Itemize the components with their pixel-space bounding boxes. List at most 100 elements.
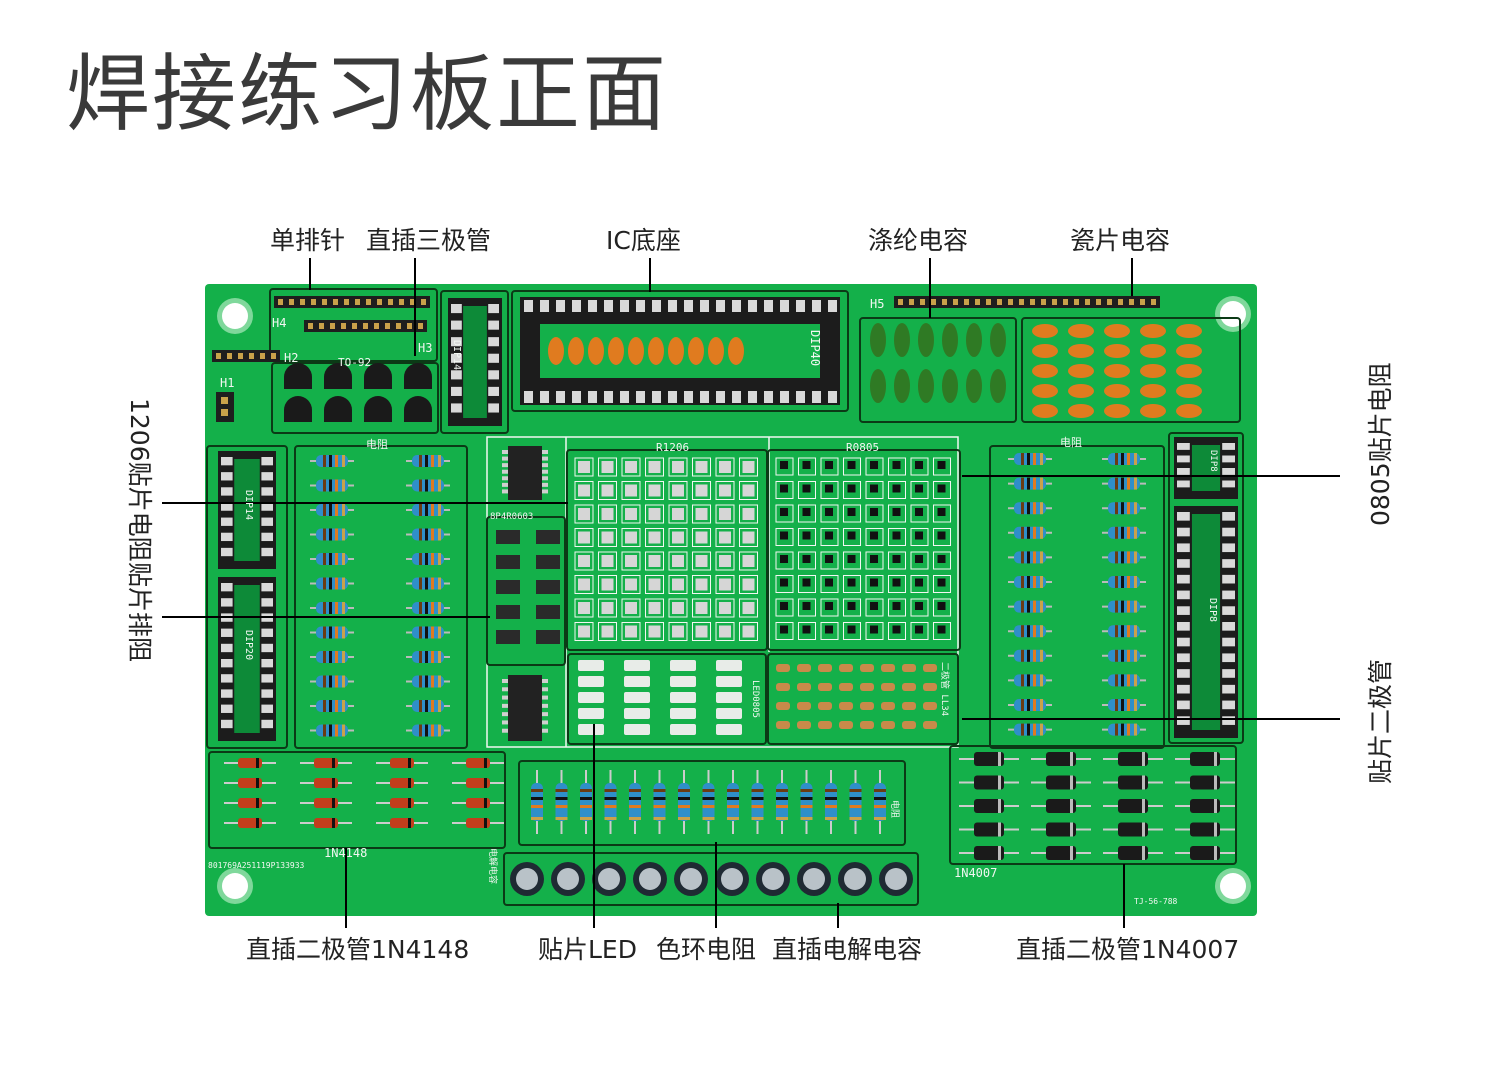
diode-band [1142,846,1145,860]
resistor-band [329,602,332,614]
resistor-band [653,797,666,800]
socket-pin [488,386,499,396]
resistor-band [431,602,434,614]
resistor-band [1127,526,1130,539]
diode-band [1070,846,1073,860]
header-pin [1140,299,1145,305]
ceramic-capacitor [728,337,744,365]
smd-pad [695,625,708,638]
ic-pin [502,469,508,474]
resistor-band [323,577,326,590]
diode-band [256,778,259,788]
left-dip-area [206,445,288,749]
smd-diode [776,683,790,691]
silk-dip14-left: DIP14 [243,490,254,521]
resistor-band [1033,723,1036,736]
diode-body [1118,846,1148,860]
resistor-band [1127,723,1130,736]
socket-pin [1177,543,1190,553]
smd-led [670,676,696,687]
smd-resistor [892,578,901,587]
resistor-band [419,700,422,712]
resistor-band [1134,625,1137,638]
pad-frame [775,481,794,499]
socket-window [234,585,260,733]
header-pin [1107,299,1112,305]
socket-pin [221,547,233,557]
resistor-band [604,789,617,792]
pad-frame [798,575,816,593]
resistor-band [1121,576,1124,588]
resistor-arrays [486,516,566,666]
smd-led [716,660,742,671]
resistor-band [531,789,543,792]
socket-pin [261,689,273,698]
smd-diode [839,702,853,710]
socket-pin [261,502,273,511]
resistor-band [342,700,345,712]
socket-pin [1222,468,1235,475]
ic-pin [502,712,508,717]
diode-body [1118,752,1148,766]
resistor-array [536,630,560,644]
resistor-band [604,805,617,808]
label-ceramic-capacitor: 瓷片电容 [1070,226,1171,255]
dip14-top-area [440,290,509,434]
1n4148-diodes [208,751,506,849]
header-pin [278,299,283,305]
pad-frame [933,481,951,499]
smd-pad [625,555,637,567]
pad-frame [692,598,711,618]
pad-frame [645,457,664,477]
pad-frame [645,575,664,594]
resistor-band [776,797,788,800]
socket-pin [732,300,741,312]
silk-1n4007: 1N4007 [954,866,998,880]
resistor-band [678,805,690,808]
smd-resistor [780,484,788,493]
resistor-band [1033,526,1036,539]
smd-resistor [892,508,901,516]
header-pin [920,299,925,305]
ceramic-capacitor [1032,324,1058,338]
socket-pin [1222,700,1235,710]
socket-pin [221,659,233,668]
transistor [364,396,392,422]
pad-frame [888,551,906,570]
pad-frame [865,528,884,546]
socket-pin [796,391,805,403]
resistor-band [555,789,568,792]
socket-pin [261,547,273,557]
smd-pad [695,461,708,473]
resistor-band [1040,502,1043,515]
smd-resistor [780,461,788,469]
diode-band [1142,822,1145,837]
resistor-band [329,455,332,467]
resistor-band [329,626,332,639]
resistor-array [536,605,560,619]
resistor-band [825,797,837,800]
silk-resistor-right: 电阻 [1060,436,1082,449]
smd-resistor [802,555,811,563]
header-pin [221,409,228,416]
ic-pin [542,687,548,692]
n4148-outline [208,751,506,849]
socket-pin [620,300,629,312]
pad-frame [621,622,641,641]
resistor-band [1134,674,1137,687]
diode-band [998,799,1001,813]
diode-band [1070,775,1073,790]
smd-diode [860,702,874,710]
pad-frame [820,528,839,546]
resistor-band [1134,576,1137,588]
resistor-band [1033,453,1036,465]
diode-band [484,798,487,808]
header-body [274,296,430,308]
label-color-ring-resistor: 色环电阻 [656,935,757,964]
vertical-resistor-outline [518,760,906,846]
smd-resistor [847,531,856,540]
diode-band [1142,775,1145,790]
resistor-band [1040,477,1043,490]
smd-resistor [780,578,788,587]
